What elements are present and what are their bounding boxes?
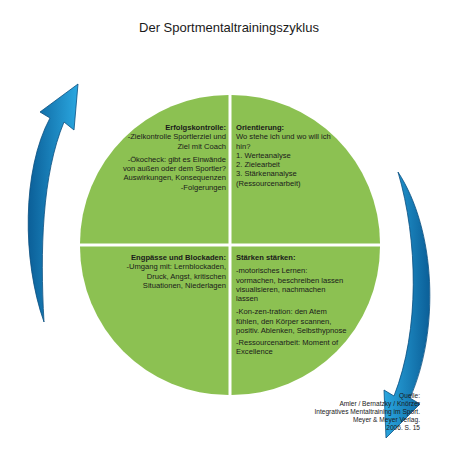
quadrant-body: -Ressourcenarbeit: Moment of Excellence bbox=[236, 338, 348, 357]
quadrant-body: -Folgerungen bbox=[122, 183, 226, 192]
source-line: 2006. S. 15 bbox=[260, 424, 420, 432]
quadrant-text: Erfolgskontrolle:-Zielkontrolle Sportler… bbox=[122, 123, 226, 192]
quadrant-fill bbox=[80, 95, 229, 244]
quadrant-fill bbox=[232, 247, 381, 396]
quadrant-heading: Erfolgskontrolle: bbox=[122, 123, 226, 132]
source-line: Quelle: bbox=[260, 392, 420, 400]
quadrant-body: -Ökocheck: gibt es Einwände von außen od… bbox=[122, 155, 226, 183]
source-line: Meyer & Meyer Verlag. bbox=[260, 416, 420, 424]
quadrant-body: -Zielkontrolle Sportlerziel und Ziel mit… bbox=[122, 132, 226, 151]
quadrant-body: 3. Stärkenanalyse (Ressourcenarbeit) bbox=[236, 169, 332, 188]
cycle-arrow-left bbox=[28, 84, 78, 322]
quadrant-text: Stärken stärken: -motorisches Lernen: vor… bbox=[236, 253, 348, 357]
quadrant-heading: Stärken stärken: bbox=[236, 253, 348, 262]
quadrant-heading: Engpässe und Blockaden: bbox=[110, 253, 226, 262]
quadrant-body: -motorisches Lernen: vormachen, beschrei… bbox=[236, 266, 348, 303]
quadrant-heading: Orientierung: bbox=[236, 123, 332, 132]
quadrant-text: Orientierung:Wo stehe ich und wo will ic… bbox=[236, 123, 332, 188]
quadrant-fill bbox=[232, 95, 381, 244]
diagram-title: Der Sportmentaltrainingszyklus bbox=[0, 20, 458, 35]
quadrant-body: -Kon-zen-tration: den Atem fühlen, den K… bbox=[236, 307, 348, 335]
source-note: Quelle:Amler / Bernatzky / KnörzerIntegr… bbox=[260, 392, 420, 432]
circle-quadrant: Erfolgskontrolle:-Zielkontrolle Sportler… bbox=[80, 95, 230, 245]
circle-quadrant: Orientierung:Wo stehe ich und wo will ic… bbox=[230, 95, 380, 245]
quadrant-body: 1. Werteanalyse bbox=[236, 151, 332, 160]
quadrant-body: Wo stehe ich und wo will ich hin? bbox=[236, 132, 332, 151]
circle-quadrant: Stärken stärken: -motorisches Lernen: vor… bbox=[230, 245, 380, 395]
quadrant-text: Engpässe und Blockaden:-Umgang mit: Lern… bbox=[110, 253, 226, 290]
circle-quadrant: Engpässe und Blockaden:-Umgang mit: Lern… bbox=[80, 245, 230, 395]
quadrant-fill bbox=[80, 247, 229, 396]
quadrant-body: -Umgang mit: Lernblockaden, Druck, Angst… bbox=[110, 262, 226, 290]
source-line: Amler / Bernatzky / Knörzer bbox=[260, 400, 420, 408]
source-line: Integratives Mentaltraining im Sport. bbox=[260, 408, 420, 416]
quadrant-body: 2. Zielearbeit bbox=[236, 160, 332, 169]
